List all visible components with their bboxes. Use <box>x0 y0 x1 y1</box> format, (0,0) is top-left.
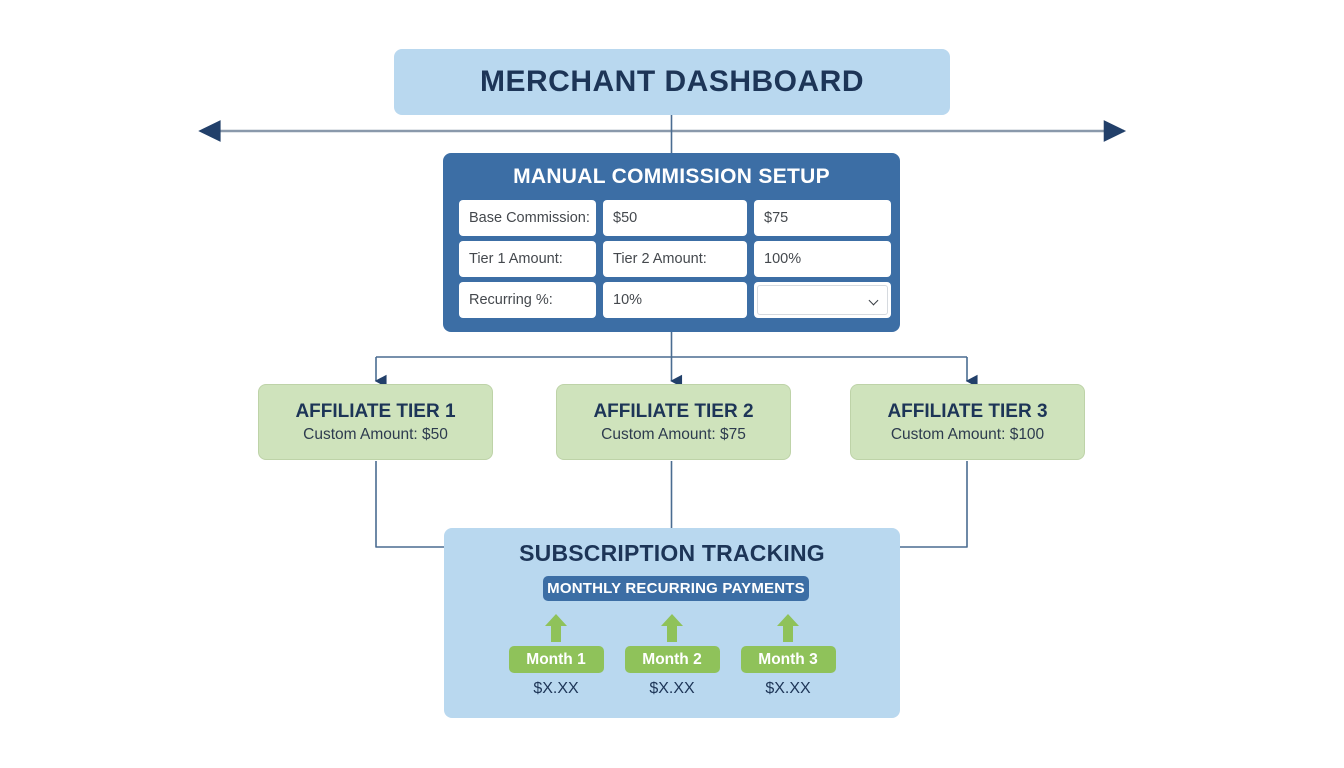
commission-type-select-inner[interactable] <box>757 285 888 315</box>
months-row: Month 1 $X.XX Month 2 $X.XX Mont <box>444 613 900 698</box>
recurring-percent-value-input[interactable]: 10% <box>603 282 747 318</box>
month-1-pill[interactable]: Month 1 <box>508 646 604 673</box>
month-2-amount: $X.XX <box>649 680 695 697</box>
base-commission-alt-value-input[interactable]: $75 <box>754 200 891 236</box>
subscription-tracking-title: SUBSCRIPTION TRACKING <box>519 540 825 566</box>
recurring-percent-label: Recurring %: <box>459 282 596 318</box>
affiliate-tier-3-title: AFFILIATE TIER 3 <box>887 400 1048 422</box>
month-3-pill[interactable]: Month 3 <box>740 646 836 673</box>
month-1-amount: $X.XX <box>533 680 579 697</box>
month-3-amount: $X.XX <box>765 680 811 697</box>
base-commission-label: Base Commission: <box>459 200 596 236</box>
setup-panel-title: MANUAL COMMISSION SETUP <box>513 165 830 188</box>
affiliate-tier-1-title: AFFILIATE TIER 1 <box>295 400 456 422</box>
up-arrow-icon <box>543 613 569 643</box>
subscription-tracking-box: SUBSCRIPTION TRACKING MONTHLY RECURRING … <box>444 528 900 718</box>
month-3-column: Month 3 $X.XX <box>740 613 836 698</box>
manual-commission-setup-panel: MANUAL COMMISSION SETUP Base Commission:… <box>443 153 900 332</box>
base-commission-value-input[interactable]: $50 <box>603 200 747 236</box>
up-arrow-icon <box>659 613 685 643</box>
affiliate-tier-2-amount: Custom Amount: $75 <box>601 425 746 443</box>
affiliate-tier-2-box[interactable]: AFFILIATE TIER 2 Custom Amount: $75 <box>556 384 791 460</box>
merchant-dashboard-box[interactable]: MERCHANT DASHBOARD <box>394 49 950 115</box>
up-arrow-icon <box>775 613 801 643</box>
commission-type-select[interactable] <box>754 282 891 318</box>
monthly-recurring-payments-banner[interactable]: MONTHLY RECURRING PAYMENTS <box>543 576 809 601</box>
affiliate-tier-3-amount: Custom Amount: $100 <box>890 425 1045 443</box>
month-1-column: Month 1 $X.XX <box>508 613 604 698</box>
affiliate-tier-3-box[interactable]: AFFILIATE TIER 3 Custom Amount: $100 <box>850 384 1085 460</box>
commission-field-grid: Base Commission: $50 $75 Tier 1 Amount: … <box>459 200 891 318</box>
affiliate-tier-1-box[interactable]: AFFILIATE TIER 1 Custom Amount: $50 <box>258 384 493 460</box>
percentage-value-input[interactable]: 100% <box>754 241 891 277</box>
month-2-column: Month 2 $X.XX <box>624 613 720 698</box>
affiliate-tier-1-amount: Custom Amount: $50 <box>303 425 448 443</box>
chevron-down-icon <box>870 296 879 305</box>
month-2-pill[interactable]: Month 2 <box>624 646 720 673</box>
tier-1-amount-label: Tier 1 Amount: <box>459 241 596 277</box>
affiliate-tier-2-title: AFFILIATE TIER 2 <box>593 400 754 422</box>
tier-2-amount-label: Tier 2 Amount: <box>603 241 747 277</box>
page-title: MERCHANT DASHBOARD <box>480 65 864 98</box>
